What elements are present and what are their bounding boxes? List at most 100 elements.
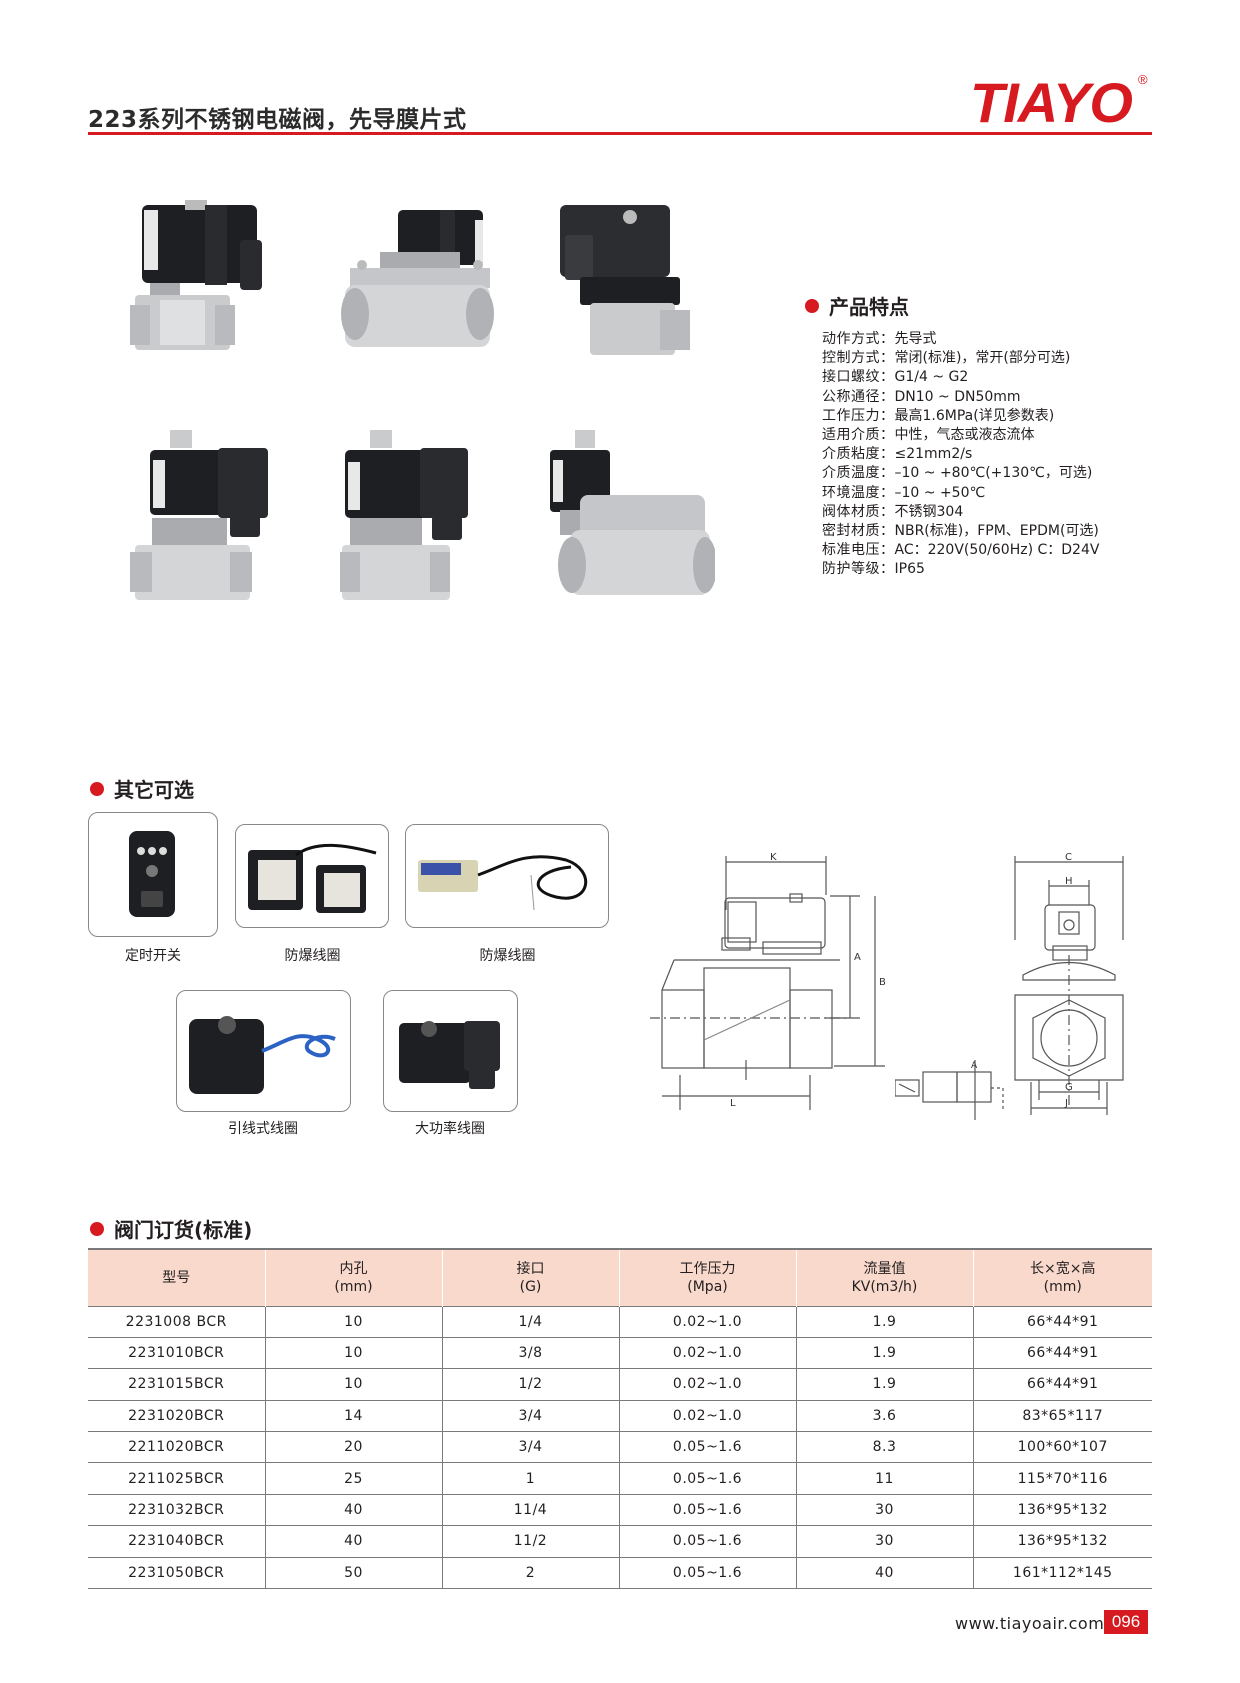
cell-port: 3/4 [442,1400,620,1433]
feature-label: 动作方式： [822,331,895,347]
cell-model: 2231010BCR [88,1337,266,1370]
cell-dimensions: 100*60*107 [973,1431,1152,1464]
feature-label: 介质温度： [822,465,895,482]
cell-pressure: 0.02~1.0 [619,1337,797,1370]
cell-pressure: 0.05~1.6 [619,1525,797,1558]
option-explosion-coil-1 [235,824,389,928]
cell-port: 1/2 [442,1368,620,1401]
cell-model: 2231020BCR [88,1400,266,1433]
lead-wire-coil-icon [189,1016,336,1094]
cell-dimensions: 136*95*132 [973,1525,1152,1558]
cell-pressure: 0.05~1.6 [619,1431,797,1464]
cell-flow: 3.6 [796,1400,974,1433]
option-lead-wire-coil [176,990,351,1112]
feature-label: 控制方式： [822,350,895,367]
cell-model: 2231008 BCR [88,1305,266,1338]
option-caption: 防爆线圈 [284,948,341,964]
feature-label: 接口螺纹： [822,369,895,386]
cell-model: 2231040BCR [88,1525,266,1558]
cell-dimensions: 161*112*145 [973,1557,1152,1590]
cell-dimensions: 66*44*91 [973,1337,1152,1370]
cell-pressure: 0.02~1.0 [619,1368,797,1401]
col-header-port: 接口(G) [442,1250,620,1306]
front-view-drawing: K A B L [650,852,886,1110]
cell-flow: 1.9 [796,1305,974,1338]
feature-label: 介质粘度： [822,446,895,463]
table-row: 2231010BCR 10 3/8 0.02~1.0 1.9 66*44*91 [88,1337,1152,1370]
cell-pressure: 0.02~1.0 [619,1400,797,1433]
valve-photo-2 [341,210,494,347]
option-high-power-coil [383,990,518,1112]
bullet-dot-icon [90,1221,104,1236]
valve-photo-4 [130,430,268,600]
registered-mark: ® [1138,72,1148,87]
feature-label: 适用介质： [822,427,895,444]
feature-value: –10 ~ +50℃ [894,484,986,501]
cell-bore: 25 [265,1462,443,1495]
cell-pressure: 0.02~1.0 [619,1305,797,1338]
cell-dimensions: 115*70*116 [973,1462,1152,1495]
cell-port: 3/4 [442,1431,620,1464]
dim-label-j: J [1064,1098,1068,1109]
cell-port: 3/8 [442,1337,620,1370]
cell-bore: 20 [265,1431,443,1464]
cell-model: 2211020BCR [88,1431,266,1464]
cell-bore: 10 [265,1337,443,1370]
table-row: 2231050BCR 50 2 0.05~1.6 40 161*112*145 [88,1557,1152,1590]
dim-label-c: C [1065,852,1072,863]
col-header-pressure: 工作压力(Mpa) [619,1250,797,1306]
col-header-bore: 内孔(mm) [265,1250,443,1306]
valve-photo-1 [130,200,262,350]
feature-row: 介质温度：–10 ~ +80℃(+130℃，可选) [822,464,1099,483]
cell-pressure: 0.05~1.6 [619,1557,797,1590]
cell-model: 2231015BCR [88,1368,266,1401]
order-heading-text: 阀门订货(标准) [114,1218,253,1242]
dim-label-l: L [730,1098,736,1109]
option-caption: 定时开关 [125,948,181,964]
cell-bore: 10 [265,1305,443,1338]
cell-dimensions: 83*65*117 [973,1400,1152,1433]
feature-row: 控制方式：常闭(标准)，常开(部分可选) [822,349,1099,368]
feature-label: 防护等级： [822,561,895,578]
cell-model: 2231050BCR [88,1557,266,1590]
feature-row: 适用介质：中性，气态或液态流体 [822,426,1099,445]
feature-value: 最高1.6MPa(详见参数表) [894,407,1055,424]
option-caption: 大功率线圈 [415,1121,485,1137]
dim-label-g: G [1065,1082,1073,1093]
table-row: 2231020BCR 14 3/4 0.02~1.0 3.6 83*65*117 [88,1400,1152,1433]
feature-row: 接口螺纹：G1/4 ~ G2 [822,368,1099,387]
feature-label: 公称通径： [822,388,895,405]
features-list: 动作方式：先导式 控制方式：常闭(标准)，常开(部分可选) 接口螺纹：G1/4 … [822,330,1099,580]
feature-label: 密封材质： [822,523,895,540]
cell-flow: 11 [796,1462,974,1495]
cell-dimensions: 66*44*91 [973,1368,1152,1401]
cell-flow: 8.3 [796,1431,974,1464]
cell-port: 11/2 [442,1525,620,1558]
cell-flow: 30 [796,1494,974,1527]
cell-bore: 14 [265,1400,443,1433]
feature-row: 公称通径：DN10 ~ DN50mm [822,388,1099,407]
valve-photo-5 [340,430,468,600]
option-explosion-coil-2 [405,824,609,928]
bullet-dot-icon [805,298,819,313]
order-heading: 阀门订货(标准) [90,1214,252,1243]
option-caption: 防爆线圈 [479,948,536,964]
features-heading-text: 产品特点 [829,295,909,319]
valve-symbol-drawing: A [895,1060,1004,1120]
feature-value: –10 ~ +80℃(+130℃，可选) [894,465,1093,482]
options-heading-text: 其它可选 [114,778,194,802]
features-heading: 产品特点 [805,291,909,320]
feature-value: G1/4 ~ G2 [894,369,969,386]
option-caption: 引线式线圈 [228,1121,298,1137]
cell-flow: 40 [796,1557,974,1590]
cell-dimensions: 66*44*91 [973,1305,1152,1338]
feature-row: 动作方式：先导式 [822,330,1099,349]
header-rule [88,132,1152,135]
cell-bore: 40 [265,1525,443,1558]
feature-row: 环境温度：–10 ~ +50℃ [822,484,1099,503]
feature-label: 标准电压： [822,542,895,559]
table-top-rule [88,1248,1152,1250]
